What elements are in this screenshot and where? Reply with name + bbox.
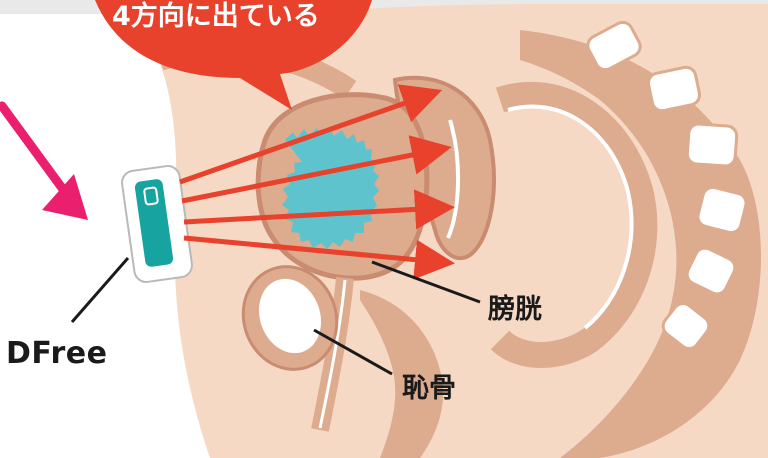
pubic-bone-label: 恥骨 — [402, 366, 456, 405]
callout-text: 4方向に出ている — [112, 0, 320, 33]
bladder-label: 膀胱 — [488, 287, 542, 326]
pointer-arrow-icon — [2, 106, 88, 220]
device-label: DFree — [6, 336, 107, 371]
leader-dfree — [72, 258, 128, 322]
